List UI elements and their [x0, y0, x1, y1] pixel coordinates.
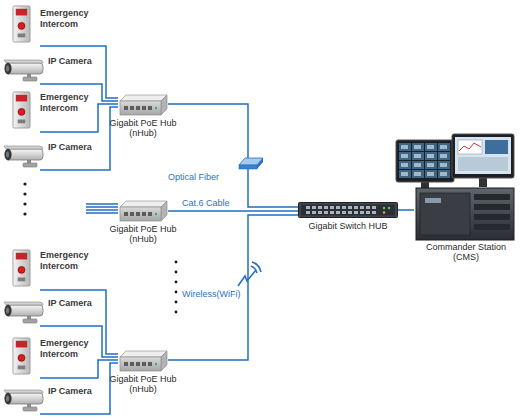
- cable-stub: [86, 203, 118, 205]
- hub-label: Gigabit PoE Hub (nHub): [103, 374, 183, 394]
- station-label: Commander Station (CMS): [418, 242, 514, 262]
- screen-chart: [458, 140, 482, 154]
- device-label: IP Camera: [48, 298, 108, 309]
- commander-station-node: Commander Station (CMS): [414, 132, 518, 262]
- intercom-node: Emergency Intercom: [4, 4, 96, 46]
- intercom-node: Emergency Intercom: [4, 88, 96, 132]
- poe-hub-icon: [120, 95, 167, 115]
- switch-icon: [299, 203, 398, 218]
- cable-stub: [86, 209, 118, 211]
- ellipsis-dots: [23, 182, 177, 313]
- camera-icon: [4, 60, 43, 81]
- device-label: IP Camera: [48, 142, 108, 153]
- poe-hub-icon: [120, 351, 167, 371]
- rack-bay: [474, 194, 510, 200]
- link-label: Wireless(WiFi): [182, 289, 241, 300]
- ellipsis-dot: [175, 271, 178, 274]
- intercom-icon: [13, 6, 30, 42]
- wifi-bolt: [238, 270, 256, 286]
- hub-label: Gigabit PoE Hub (nHub): [103, 118, 183, 138]
- server-rack: [416, 188, 514, 240]
- camera-icon: [4, 146, 43, 167]
- ellipsis-dot: [175, 301, 178, 304]
- screen-chart-line: [459, 143, 481, 151]
- wifi-icon: [238, 262, 261, 286]
- network-cable: [40, 107, 118, 170]
- ellipsis-dot: [23, 182, 26, 185]
- rack-logo: [425, 198, 441, 203]
- wifi-arc: [251, 266, 257, 273]
- network-cable: [40, 360, 118, 378]
- network-cable: [168, 104, 298, 207]
- ip-camera-node: IP Camera: [4, 54, 96, 84]
- monitor-screen: [455, 137, 511, 174]
- intercom-icon: [13, 250, 30, 286]
- device-label: IP Camera: [48, 386, 108, 397]
- ellipsis-dot: [175, 281, 178, 284]
- wifi-arc: [252, 262, 261, 272]
- ellipsis-dot: [23, 212, 26, 215]
- network-cable: [40, 363, 118, 414]
- ellipsis-dot: [175, 311, 178, 314]
- rack-bay: [474, 204, 510, 210]
- device-label: Emergency Intercom: [40, 92, 100, 114]
- commander-station-illustration: [396, 134, 514, 240]
- screen-map: [485, 140, 508, 154]
- monitor-screen: [399, 143, 451, 178]
- rack-bay: [474, 214, 510, 220]
- converter-side: [257, 158, 263, 169]
- switch-label: Gigabit Switch HUB: [294, 221, 402, 232]
- intercom-node: Emergency Intercom: [4, 246, 96, 290]
- converter-front: [239, 165, 257, 169]
- hub-input-wires: [86, 204, 118, 213]
- switch-hub-node: Gigabit Switch HUB: [298, 200, 398, 236]
- rack-panel: [420, 193, 470, 235]
- poe-hub-node: Gigabit PoE Hub (nHub): [118, 94, 168, 138]
- device-label: Emergency Intercom: [40, 338, 100, 360]
- network-cable: [168, 210, 298, 212]
- link-label: Optical Fiber: [168, 172, 219, 183]
- ip-camera-node: IP Camera: [4, 384, 96, 414]
- monitor-frame: [396, 140, 454, 182]
- fiber-converter-icon: [239, 158, 263, 169]
- cable-stub: [86, 212, 118, 214]
- device-label: IP Camera: [48, 56, 108, 67]
- ellipsis-dot: [175, 261, 178, 264]
- poe-hub-icon: [120, 201, 167, 221]
- network-cable: [398, 209, 414, 211]
- network-cable: [40, 46, 118, 98]
- intercom-icon: [13, 92, 30, 128]
- camera-icon: [4, 302, 43, 323]
- poe-hub-node: Gigabit PoE Hub (nHub): [118, 200, 168, 244]
- device-label: Emergency Intercom: [40, 250, 100, 272]
- monitor-frame: [452, 134, 514, 178]
- cable-stub: [86, 206, 118, 208]
- rack-bay: [474, 224, 510, 230]
- intercom-node: Emergency Intercom: [4, 334, 96, 378]
- ip-camera-node: IP Camera: [4, 296, 96, 326]
- ellipsis-dot: [175, 291, 178, 294]
- camera-icon: [4, 390, 43, 411]
- network-cable: [168, 215, 298, 360]
- link-label: Cat.6 Cable: [182, 198, 230, 209]
- poe-hub-node: Gigabit PoE Hub (nHub): [118, 350, 168, 394]
- screen-panel: [458, 157, 508, 171]
- device-label: Emergency Intercom: [40, 8, 100, 30]
- ellipsis-dot: [23, 202, 26, 205]
- intercom-icon: [13, 338, 30, 374]
- ellipsis-dot: [23, 192, 26, 195]
- hub-label: Gigabit PoE Hub (nHub): [103, 224, 183, 244]
- ip-camera-node: IP Camera: [4, 140, 96, 170]
